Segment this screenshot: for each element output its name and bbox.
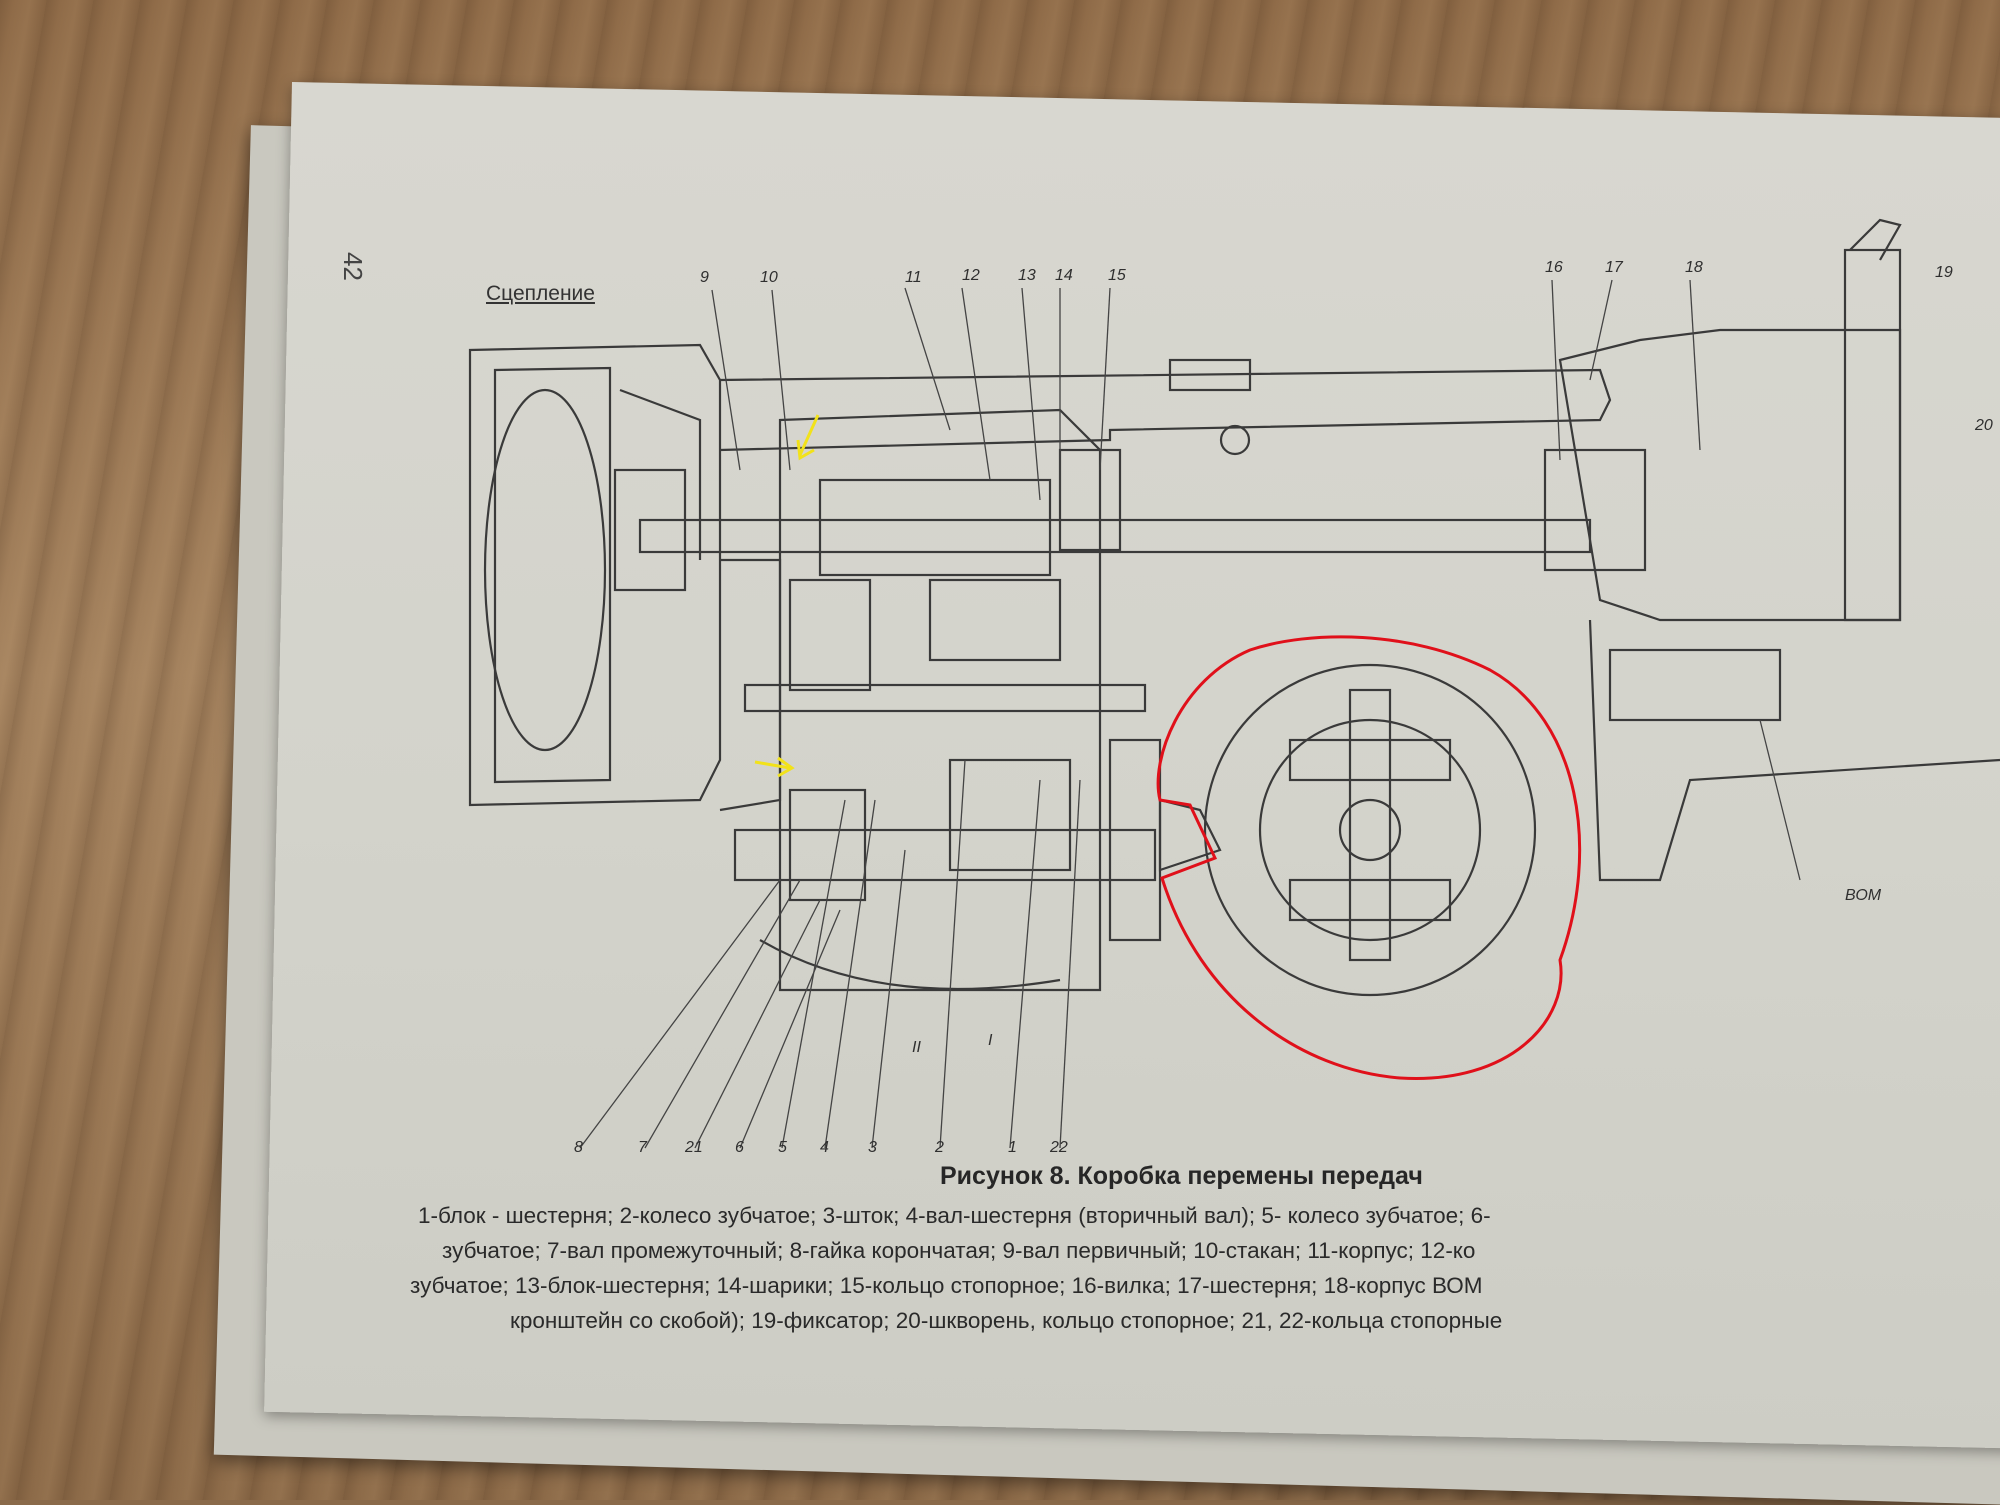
gear-block: [818, 478, 1052, 577]
housing-front-wall: [719, 558, 782, 812]
gearbox-housing: [778, 408, 1102, 992]
bearing-lower: [788, 788, 867, 902]
svg-text:2: 2: [934, 1139, 944, 1156]
svg-text:II: II: [912, 1039, 921, 1056]
housing-top: [719, 368, 1612, 452]
svg-text:10: 10: [760, 269, 778, 286]
svg-text:21: 21: [684, 1139, 703, 1156]
king-pin: [1843, 248, 1902, 622]
differential: [1258, 718, 1482, 942]
pto-label: ВОМ: [1845, 887, 1882, 904]
differential-center: [1338, 798, 1402, 862]
svg-text:6: 6: [735, 1139, 744, 1156]
legend-line: зубчатое; 13-блок-шестерня; 14-шарики; 1…: [410, 1273, 1483, 1298]
detent: [1219, 424, 1251, 456]
svg-text:17: 17: [1605, 259, 1624, 276]
svg-text:13: 13: [1018, 267, 1036, 284]
rear-bearing-lower: [1108, 738, 1162, 942]
svg-text:16: 16: [1545, 259, 1563, 276]
svg-text:15: 15: [1108, 267, 1126, 284]
svg-text:1: 1: [1008, 1139, 1017, 1156]
drive-wheel-outline: [1203, 663, 1537, 997]
clutch-housing: [468, 343, 722, 807]
yellow-arrows: [754, 414, 820, 778]
figure-legend: 1-блок - шестерня; 2-колесо зубчатое; 3-…: [410, 1198, 2000, 1338]
gear-wheel: [928, 578, 1062, 662]
diff-gear-bottom: [1288, 878, 1452, 922]
diff-gear-top: [1288, 738, 1452, 782]
svg-text:5: 5: [778, 1139, 787, 1156]
svg-text:9: 9: [700, 269, 709, 286]
housing-bottom: [759, 939, 1061, 991]
pto-bearing: [1543, 448, 1647, 572]
clutch-disc: [493, 366, 612, 784]
clutch-label: Сцепление: [486, 282, 595, 305]
legend-line: кронштейн со скобой); 19-фиксатор; 20-шк…: [510, 1308, 1503, 1333]
figure-caption-title: Рисунок 8. Коробка перемены передач: [940, 1162, 1423, 1190]
secondary-shaft: [743, 683, 1147, 713]
gear-cluster: [948, 758, 1072, 872]
page-number: 42: [338, 252, 368, 281]
yellow-arrow-icon: [754, 756, 795, 778]
legend-line: 1-блок - шестерня; 2-колесо зубчатое; 3-…: [418, 1203, 1491, 1228]
svg-text:4: 4: [820, 1139, 829, 1156]
flywheel: [483, 388, 607, 752]
primary-shaft: [638, 518, 1592, 554]
bearing-front: [788, 578, 872, 692]
svg-text:3: 3: [868, 1139, 877, 1156]
release-bearing: [613, 468, 687, 592]
svg-text:12: 12: [962, 267, 980, 284]
axle-housing: [1348, 688, 1392, 962]
pto-lower-housing: [1588, 619, 2000, 882]
svg-text:19: 19: [1935, 264, 1953, 281]
pto-housing: [1558, 328, 1902, 622]
red-annotation-outline: [1156, 635, 1582, 1081]
svg-text:7: 7: [638, 1139, 648, 1156]
shift-rail: [1168, 358, 1252, 392]
bearing-rear: [1058, 448, 1122, 552]
svg-text:22: 22: [1049, 1139, 1068, 1156]
svg-text:11: 11: [905, 269, 922, 286]
pto-shaft: [1608, 648, 1782, 722]
svg-text:8: 8: [574, 1139, 583, 1156]
intermediate-shaft: [733, 828, 1157, 882]
yellow-arrow-icon: [796, 414, 820, 461]
clutch-fork: [619, 388, 702, 560]
legend-line: зубчатое; 7-вал промежуточный; 8-гайка к…: [442, 1238, 1476, 1263]
svg-text:I: I: [988, 1032, 993, 1049]
svg-text:14: 14: [1055, 267, 1073, 284]
king-pin-top: [1849, 218, 1902, 261]
svg-text:20: 20: [1974, 417, 1993, 434]
bevel-pinion: [1158, 798, 1222, 872]
svg-text:18: 18: [1685, 259, 1703, 276]
